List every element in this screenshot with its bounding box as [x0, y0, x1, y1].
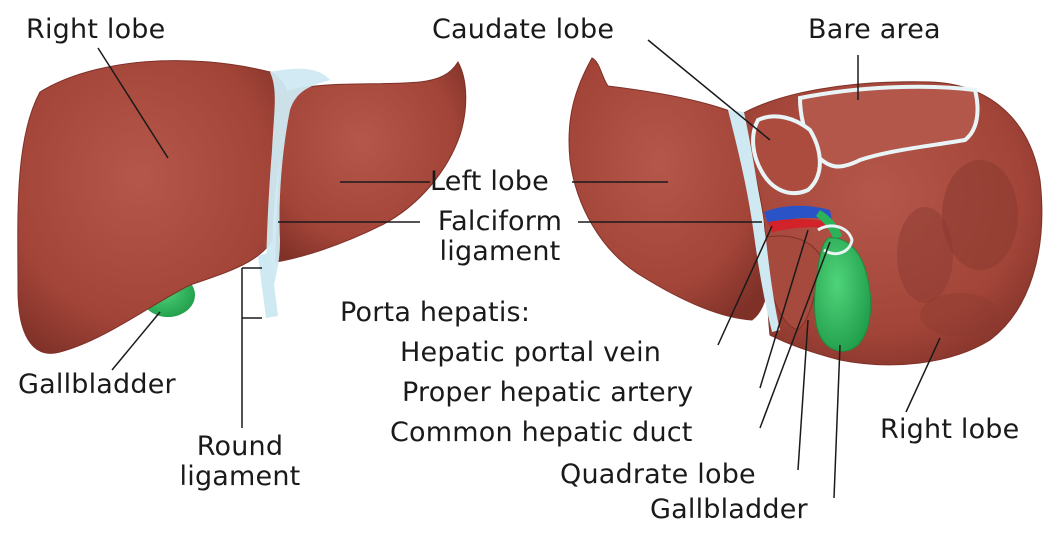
label-falciform-ligament: Falciform ligament: [420, 207, 580, 267]
label-round-line1: Round: [160, 432, 320, 462]
label-common-hepatic-duct: Common hepatic duct: [390, 418, 693, 448]
label-hepatic-portal-vein: Hepatic portal vein: [400, 338, 661, 368]
label-gallbladder-anterior: Gallbladder: [18, 370, 176, 400]
leader-gallbladder-posterior: [834, 345, 840, 498]
label-left-lobe: Left lobe: [430, 167, 549, 197]
label-falciform-line2: ligament: [420, 237, 580, 267]
impression-3: [920, 293, 1000, 337]
label-right-lobe-posterior: Right lobe: [880, 415, 1019, 445]
label-proper-hepatic-artery: Proper hepatic artery: [402, 378, 693, 408]
label-quadrate-lobe: Quadrate lobe: [560, 460, 756, 490]
label-porta-hepatis: Porta hepatis:: [340, 298, 530, 328]
label-round-line2: ligament: [160, 462, 320, 492]
label-right-lobe-anterior: Right lobe: [26, 15, 165, 45]
left-lobe-posterior-shape: [569, 58, 768, 320]
label-round-ligament: Round ligament: [160, 432, 320, 492]
label-bare-area: Bare area: [808, 15, 941, 45]
label-caudate-lobe: Caudate lobe: [432, 15, 614, 45]
impression-2: [897, 207, 953, 303]
impression-1: [942, 160, 1018, 270]
label-falciform-line1: Falciform: [420, 207, 580, 237]
label-gallbladder-posterior: Gallbladder: [650, 495, 808, 525]
posterior-view: [569, 58, 1042, 365]
